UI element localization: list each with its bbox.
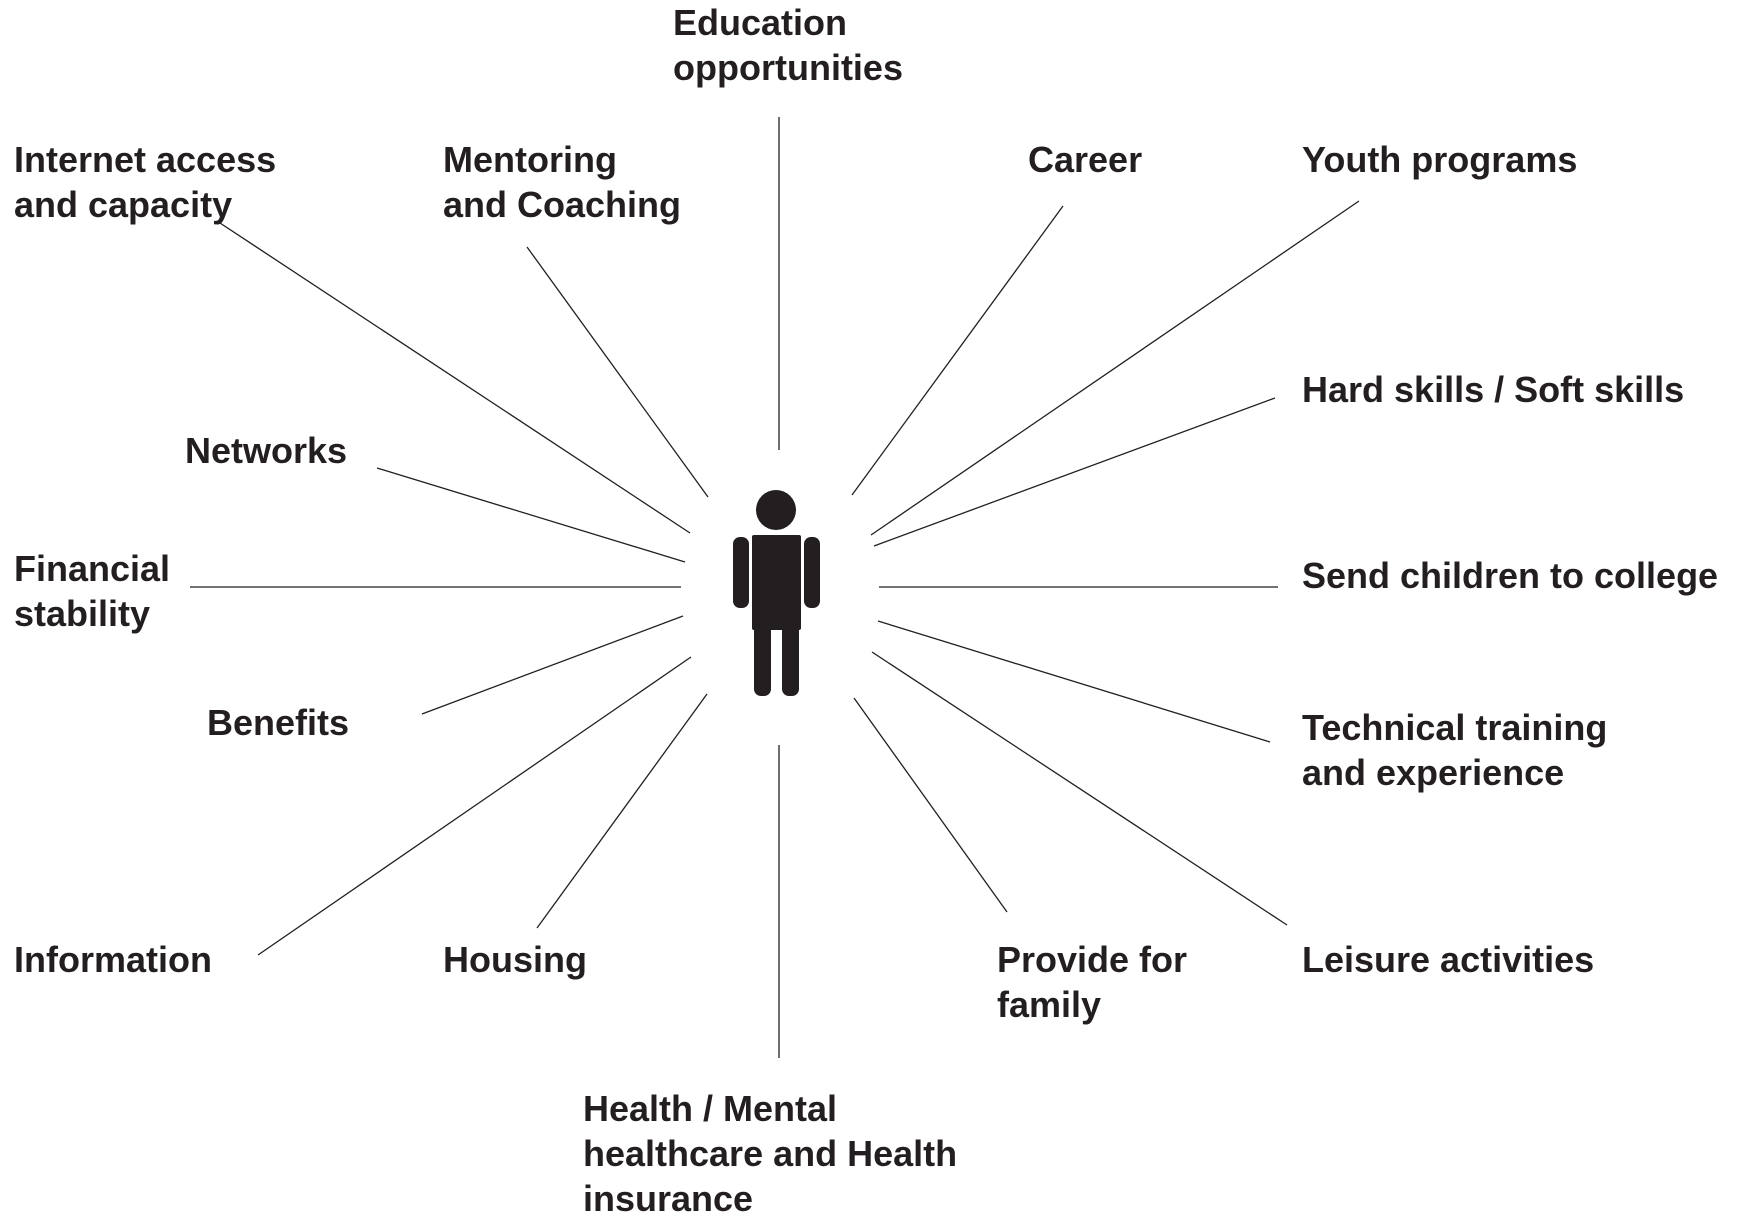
person-left-leg: [754, 624, 771, 696]
label-line: Provide for: [997, 939, 1188, 980]
label-line: and Coaching: [443, 184, 682, 225]
label-line: Housing: [443, 939, 587, 980]
label-line: Financial: [14, 548, 171, 589]
connector-internet: [219, 222, 691, 534]
label-line: Career: [1028, 139, 1143, 180]
label-internet-access: Internet access and capacity: [14, 137, 276, 227]
label-line: Benefits: [207, 702, 350, 743]
person-icon: [733, 490, 820, 696]
label-housing: Housing: [443, 937, 587, 982]
label-provide-for-family: Provide for family: [997, 937, 1187, 1027]
label-line: Leisure activities: [1302, 939, 1595, 980]
label-mentoring-coaching: Mentoring and Coaching: [443, 137, 681, 227]
label-career: Career: [1028, 137, 1142, 182]
label-financial-stability: Financial stability: [14, 546, 170, 636]
label-line: Information: [14, 939, 212, 980]
label-line: insurance: [583, 1178, 754, 1219]
label-line: opportunities: [673, 47, 903, 88]
label-send-children-college: Send children to college: [1302, 553, 1718, 598]
connector-skills: [873, 397, 1276, 547]
connector-mentoring: [526, 246, 709, 498]
label-education-opportunities: Education opportunities: [673, 0, 903, 90]
connector-housing: [536, 693, 708, 929]
label-line: Internet access: [14, 139, 277, 180]
connector-networks: [376, 467, 686, 563]
label-line: Hard skills / Soft skills: [1302, 369, 1685, 410]
label-line: Networks: [185, 430, 348, 471]
label-line: family: [997, 984, 1102, 1025]
connector-information: [257, 656, 692, 956]
label-networks: Networks: [185, 428, 347, 473]
person-right-leg: [782, 624, 799, 696]
label-line: Health / Mental: [583, 1088, 838, 1129]
label-line: and experience: [1302, 752, 1565, 793]
label-hard-soft-skills: Hard skills / Soft skills: [1302, 367, 1684, 412]
label-line: Youth programs: [1302, 139, 1578, 180]
person-left-arm: [733, 537, 749, 608]
label-line: Technical training: [1302, 707, 1608, 748]
label-health-insurance: Health / Mental healthcare and Health in…: [583, 1086, 957, 1221]
label-leisure-activities: Leisure activities: [1302, 937, 1594, 982]
label-line: stability: [14, 593, 151, 634]
connector-family: [853, 697, 1008, 913]
person-torso: [752, 535, 801, 630]
label-line: Send children to college: [1302, 555, 1719, 596]
label-line: Mentoring: [443, 139, 617, 180]
person-right-arm: [804, 537, 820, 608]
label-line: Education: [673, 2, 848, 43]
label-youth-programs: Youth programs: [1302, 137, 1577, 182]
connector-youth: [870, 200, 1360, 536]
connector-technical: [877, 620, 1271, 743]
person-head: [756, 490, 796, 530]
label-benefits: Benefits: [207, 700, 349, 745]
label-line: healthcare and Health: [583, 1133, 958, 1174]
label-technical-training: Technical training and experience: [1302, 705, 1607, 795]
connector-career: [851, 205, 1064, 496]
label-information: Information: [14, 937, 212, 982]
label-line: and capacity: [14, 184, 233, 225]
connector-leisure: [871, 651, 1288, 926]
connector-benefits: [421, 615, 684, 715]
